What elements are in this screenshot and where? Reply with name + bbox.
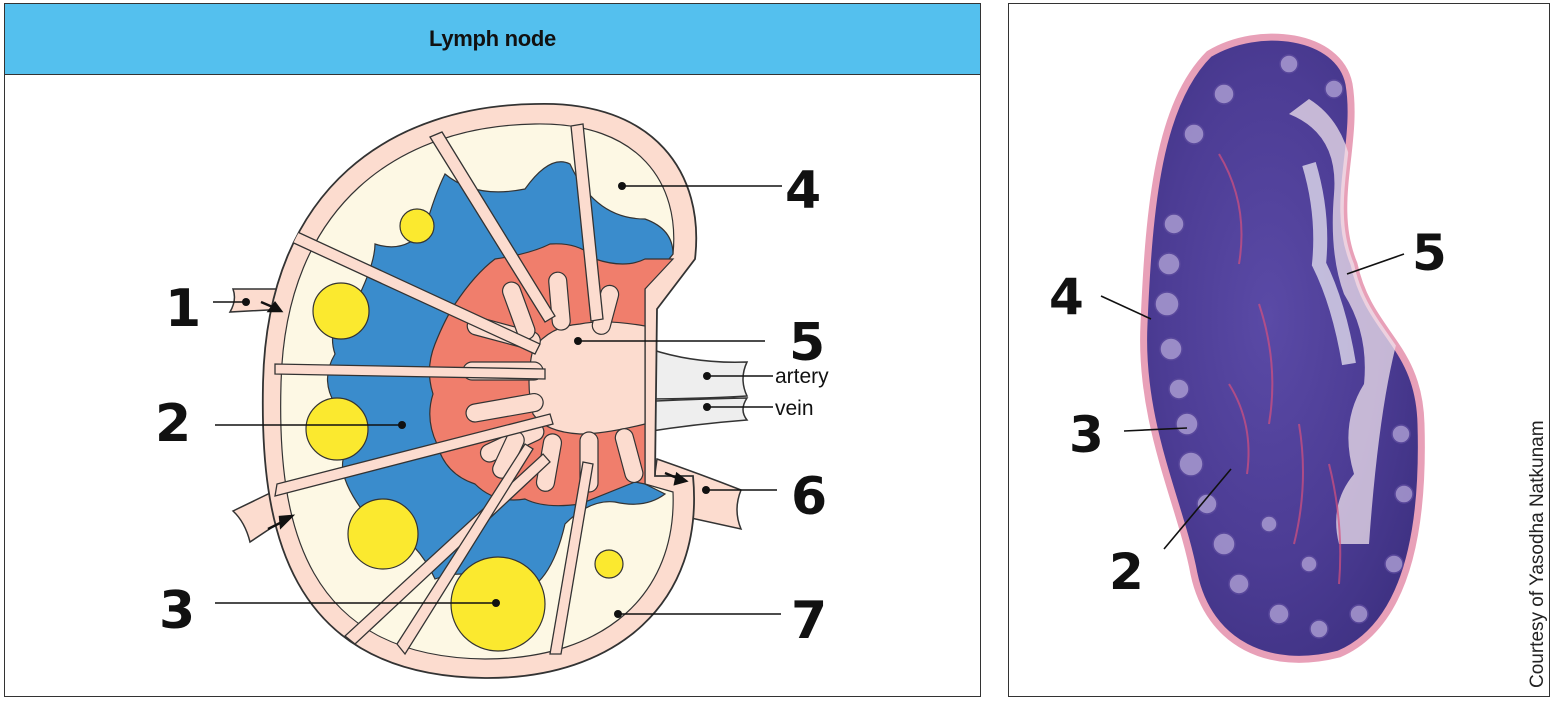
title-bar: Lymph node — [5, 4, 980, 75]
label-2: 2 — [155, 394, 191, 454]
label-4: 4 — [785, 161, 821, 221]
page-title: Lymph node — [429, 26, 556, 51]
micro-label-4: 4 — [1049, 268, 1084, 326]
artery-vessel — [633, 348, 749, 400]
vessel-streaks — [1218, 153, 1342, 585]
micro-label-5: 5 — [1412, 224, 1447, 282]
label-7: 7 — [791, 591, 827, 651]
micrograph-follicles — [1154, 54, 1414, 639]
leader-lines — [213, 185, 782, 615]
micrograph-leader-lines — [1100, 253, 1405, 550]
lymph-node-diagram: 1 2 3 4 5 6 7 artery vein — [155, 103, 829, 679]
label-6: 6 — [791, 467, 827, 527]
micro-label-3: 3 — [1069, 406, 1104, 464]
image-credit: Courtesy of Yasodha Natkunam — [1527, 420, 1548, 688]
micrograph-image: 4 5 3 2 — [1049, 33, 1447, 663]
label-3: 3 — [159, 581, 195, 641]
leader-dots — [242, 182, 711, 618]
vein-label: vein — [775, 397, 814, 420]
trabeculae — [274, 123, 604, 656]
lymphoid-follicles — [305, 208, 624, 652]
label-5: 5 — [789, 313, 825, 373]
micrograph-panel: 4 5 3 2 — [1008, 3, 1550, 697]
label-1: 1 — [165, 279, 201, 339]
artery-label: artery — [775, 365, 829, 388]
hilum-region — [1289, 99, 1399, 544]
micro-label-2: 2 — [1109, 543, 1144, 601]
diagram-panel: Lymph node — [4, 3, 981, 697]
flow-arrows — [260, 300, 689, 531]
